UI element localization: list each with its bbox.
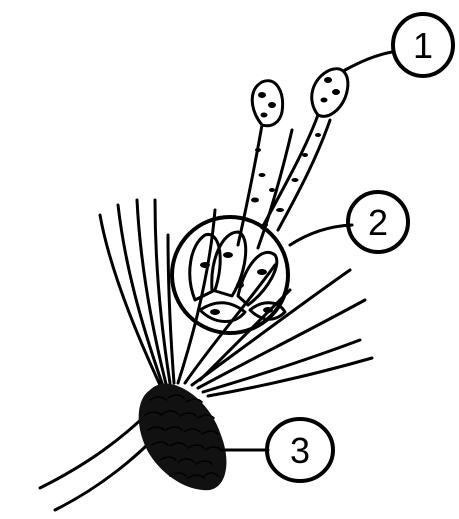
cone-stalks: [238, 115, 330, 248]
young-female-cones: [252, 69, 348, 126]
magnified-view: [172, 217, 288, 333]
label-1: 1: [393, 14, 453, 76]
label-3: 3: [267, 419, 333, 481]
label-1-text: 1: [413, 25, 433, 66]
pine-needles: [100, 200, 372, 396]
label-2-text: 2: [368, 202, 388, 243]
label-2: 2: [348, 192, 408, 252]
pollen-cone-cluster: [139, 384, 227, 491]
label-3-text: 3: [290, 430, 310, 471]
